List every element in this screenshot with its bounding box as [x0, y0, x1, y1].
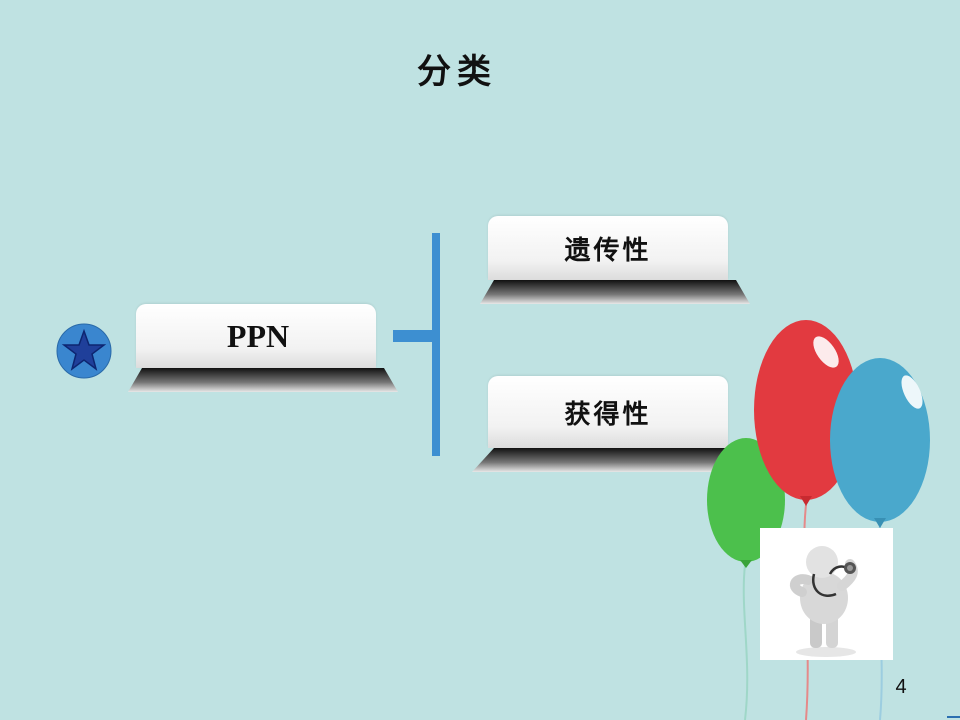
branch-node-hereditary: 遗传性 [480, 216, 750, 306]
branch-node-label: 获得性 [564, 400, 652, 430]
root-node: PPN [128, 304, 398, 392]
connector-horizontal [393, 330, 433, 342]
page-number: 4 [895, 676, 907, 698]
root-node-label: PPN [226, 318, 290, 354]
slide-title: 分类 [417, 52, 497, 92]
connector-vertical [432, 233, 440, 456]
person-with-stethoscope-figure [760, 528, 893, 660]
star-icon [56, 323, 112, 379]
corner-mark [947, 716, 960, 718]
branch-node-label: 遗传性 [564, 236, 652, 266]
branch-node-acquired: 获得性 [472, 376, 750, 474]
